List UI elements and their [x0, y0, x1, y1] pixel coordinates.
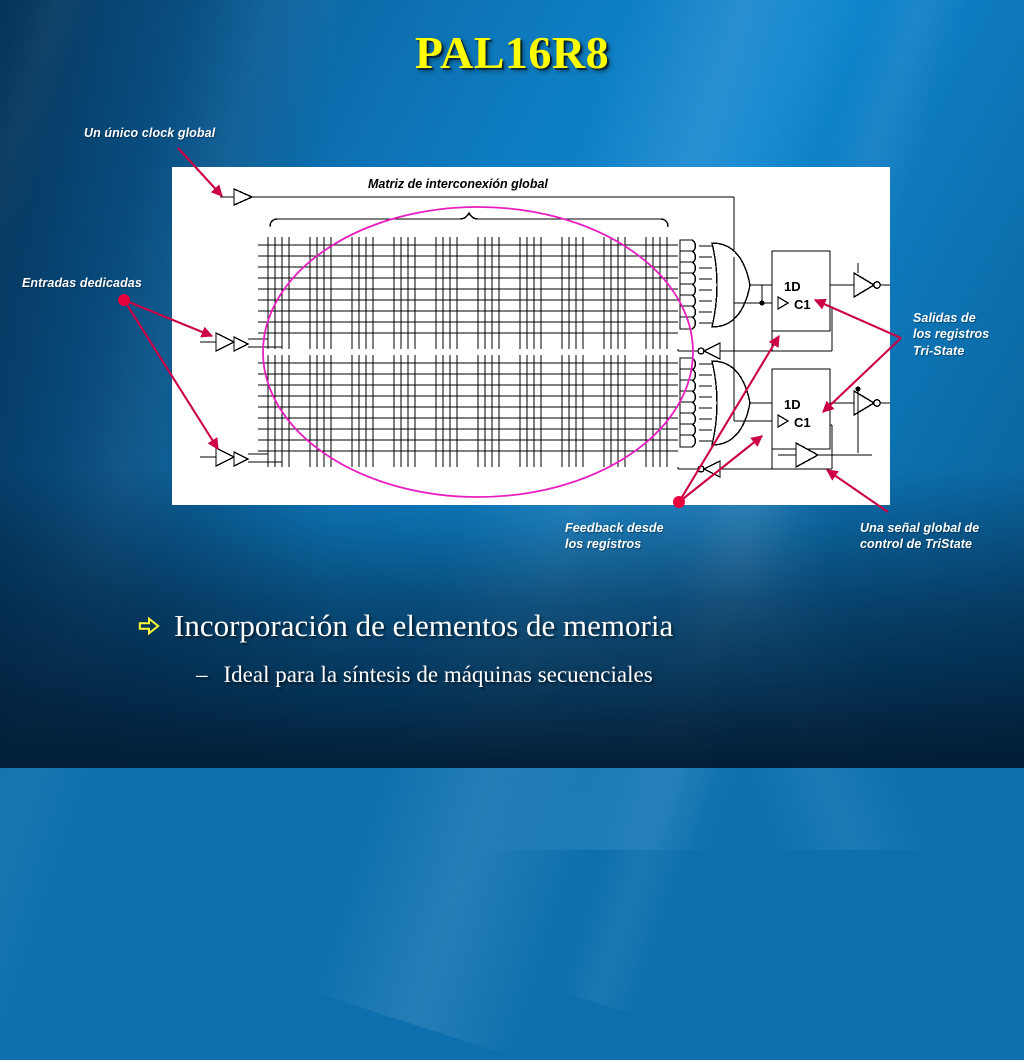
output-buffer-a-icon	[853, 271, 876, 299]
or-gate-a-icon	[711, 242, 751, 328]
and-gates-block-b	[679, 357, 697, 448]
output-bubble-a-icon	[873, 281, 881, 289]
grid-rows-block-b	[258, 362, 678, 452]
register-a-icon	[771, 250, 831, 332]
bullet-level2-dash: –	[196, 662, 208, 687]
grid-rows-block-a	[258, 244, 678, 334]
feedback-inverter-b-icon	[702, 459, 721, 479]
and-gates-block-a	[679, 239, 697, 330]
input-inverter-a-icon	[233, 335, 250, 353]
pal-architecture-schematic: 1D C1 1D C1	[200, 187, 890, 498]
callout-feedback-line2: los registros	[565, 537, 642, 552]
output-buffer-b-icon	[853, 389, 876, 417]
or-gate-b-icon	[711, 360, 751, 446]
register-b-data-label: 1D	[784, 397, 801, 412]
input-inverter-b-icon	[233, 450, 250, 468]
slide-title: PAL16R8	[414, 27, 610, 78]
matrix-brace	[269, 211, 669, 228]
feedback-inverter-a-icon	[702, 341, 721, 361]
callout-tristate-line2: control de TriState	[860, 537, 973, 552]
register-a-data-label: 1D	[784, 279, 801, 294]
callout-inputs-label: Entradas dedicadas	[22, 276, 142, 290]
bullet-level1-text: Incorporación de elementos de memoria	[174, 608, 674, 643]
callout-outputs-line3: Tri-State	[913, 343, 965, 358]
bullet-level2-text: Ideal para la síntesis de máquinas secue…	[223, 662, 653, 687]
input-buffer-b-icon	[215, 446, 236, 468]
input-buffer-a-icon	[215, 331, 236, 353]
output-bubble-b-icon	[873, 399, 881, 407]
register-b-clock-label: C1	[794, 415, 811, 430]
register-a-clock-label: C1	[794, 297, 811, 312]
callout-feedback-line1: Feedback desde	[565, 521, 664, 535]
clock-buffer-icon	[233, 187, 254, 207]
grid-columns-block-b	[267, 355, 668, 467]
callout-outputs-line2: los registros	[913, 327, 990, 342]
callout-outputs-label: Salidas de los registros Tri-State	[913, 310, 989, 359]
and-gate-output-wires-a	[699, 245, 712, 324]
register-a-clock-triangle	[777, 295, 790, 311]
callout-clock-label: Un único clock global	[84, 126, 216, 140]
diagram-panel: Matriz de interconexión global	[172, 167, 890, 505]
callout-tristate-line1: Una señal global de	[860, 521, 980, 535]
register-b-icon	[771, 368, 831, 450]
arrow-bullet-icon	[138, 616, 160, 636]
bullet-level2: – Ideal para la síntesis de máquinas sec…	[196, 662, 653, 688]
and-gate-output-wires-b	[699, 363, 712, 442]
callout-feedback-label: Feedback desde los registros	[565, 520, 664, 553]
matrix-label: Matriz de interconexión global	[368, 177, 548, 191]
callout-outputs-line1: Salidas de	[913, 311, 976, 325]
bullet-level1: Incorporación de elementos de memoria	[138, 608, 673, 644]
feedback-bubble-b-icon	[697, 465, 705, 473]
feedback-bubble-a-icon	[697, 347, 705, 355]
callout-tristate-label: Una señal global de control de TriState	[860, 520, 979, 553]
grid-columns-block-a	[267, 237, 668, 349]
